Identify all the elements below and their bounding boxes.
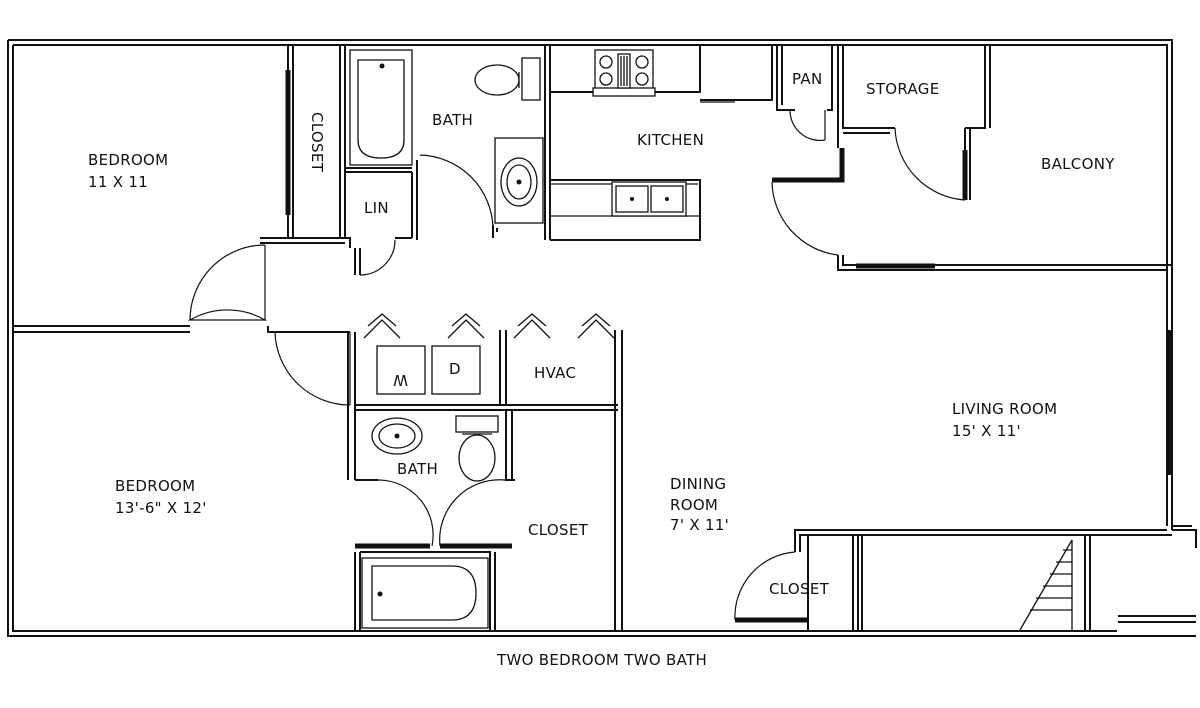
bathtub-2 — [361, 557, 489, 629]
living-room-size: 15' X 11' — [952, 422, 1021, 440]
plan-caption: TWO BEDROOM TWO BATH — [496, 651, 707, 669]
fixtures — [349, 49, 687, 629]
toilet-2 — [455, 415, 499, 482]
closet-2-label: CLOSET — [528, 521, 589, 539]
hvac-label: HVAC — [534, 364, 576, 382]
linen-label: LIN — [364, 199, 389, 217]
bedroom-2-label: BEDROOM — [115, 477, 195, 495]
closet-3-stair-walls — [735, 529, 1196, 631]
dining-room-label-1: DINING — [670, 475, 726, 493]
sink-1 — [494, 137, 544, 224]
sink-2 — [371, 417, 423, 455]
bedroom-2-size: 13'-6" X 12' — [115, 499, 207, 517]
pantry-label: PAN — [792, 70, 822, 88]
bedroom-1-size: 11 X 11 — [88, 173, 148, 191]
stove — [592, 49, 656, 97]
bathtub-1 — [349, 49, 413, 166]
dining-room-size: 7' X 11' — [670, 516, 729, 534]
closet-3-label: CLOSET — [769, 580, 830, 598]
living-room-label: LIVING ROOM — [952, 400, 1057, 418]
room-labels: BEDROOM 11 X 11 CLOSET BATH LIN KITCHEN … — [88, 70, 1115, 598]
kitchen-label: KITCHEN — [637, 131, 704, 149]
bath-2-walls — [354, 410, 515, 631]
balcony-label: BALCONY — [1041, 155, 1115, 173]
exterior-walls — [7, 39, 1197, 637]
dryer — [431, 345, 481, 395]
door-swings — [187, 109, 966, 621]
closet-1-walls — [260, 45, 351, 248]
bath-2-label: BATH — [397, 460, 438, 478]
washer-label: W — [393, 371, 408, 389]
bath-1-label: BATH — [432, 111, 473, 129]
bedroom-divider-wall — [13, 325, 350, 333]
kitchen-sink — [611, 181, 687, 217]
closet-1-label: CLOSET — [308, 112, 326, 173]
dryer-label: D — [449, 360, 461, 378]
laundry-hvac-walls — [347, 313, 623, 631]
bath-1-walls — [345, 45, 551, 275]
dining-room-label-2: ROOM — [670, 496, 718, 514]
pantry-storage-walls — [772, 45, 991, 200]
toilet-1 — [474, 57, 541, 101]
bedroom-1-label: BEDROOM — [88, 151, 168, 169]
storage-label: STORAGE — [866, 80, 940, 98]
balcony-wall — [837, 255, 1172, 475]
washer — [376, 345, 426, 395]
